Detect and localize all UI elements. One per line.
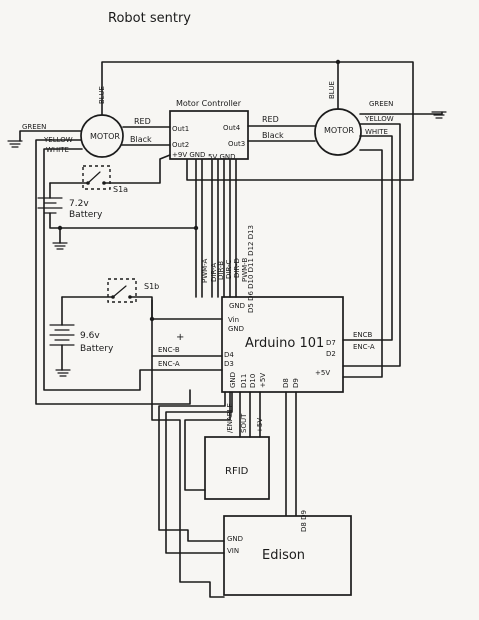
arduino-d3-label: D3 xyxy=(224,360,234,368)
arduino-d10-label: D10 xyxy=(249,374,257,388)
arduino-gnd-bottom-label: GND xyxy=(229,372,237,388)
right-motor-blue-label: BLUE xyxy=(328,81,336,99)
left-motor-blue-label: BLUE xyxy=(98,86,106,104)
encb-right-label: ENCB xyxy=(353,331,373,339)
ground-symbol-battery-7v2 xyxy=(52,242,68,250)
switch-s1a-housing xyxy=(82,165,111,190)
left-motor-white-label: WHITE xyxy=(46,146,69,154)
arduino-d9-label: D9 xyxy=(292,378,300,388)
mc-out3-label: Out3 xyxy=(228,140,245,148)
wire-rfid-gnd xyxy=(184,391,231,491)
rfid-5v-label: +5V xyxy=(256,418,264,433)
motor-controller-box xyxy=(169,110,249,160)
edison-label: Edison xyxy=(262,548,305,563)
arduino-d8-label: D8 xyxy=(282,378,290,388)
dir-d-label: DIR-D xyxy=(233,258,241,278)
right-motor-red-label: RED xyxy=(262,115,279,124)
arduino-5v-bottom-label: +5V xyxy=(259,373,267,388)
right-motor-black-label: Black xyxy=(262,131,284,140)
wire-right-white xyxy=(342,135,393,341)
arduino-vin-label: Vin xyxy=(228,316,239,324)
mc-power-label: +9V GND xyxy=(172,151,205,159)
edison-box xyxy=(223,515,352,596)
rfid-box xyxy=(204,436,270,500)
edison-d-pins-label: D8 D9 xyxy=(300,510,308,532)
battery-7v2-label: Battery xyxy=(69,210,103,220)
mc-out1-label: Out1 xyxy=(172,125,189,133)
mc-control-pins-label: 5V GND xyxy=(208,153,236,161)
rfid-enable-label: /ENABLE xyxy=(226,403,234,433)
left-motor-black-label: Black xyxy=(130,135,152,144)
battery-9v6-voltage: 9.6v xyxy=(80,331,100,341)
switch-s1b-housing xyxy=(107,278,137,303)
arduino-d2-label: D2 xyxy=(326,350,336,358)
right-motor-yellow-label: YELLOW xyxy=(364,115,394,123)
enca-right-label: ENC-A xyxy=(353,343,375,351)
pwm-a-label: PWM-A xyxy=(201,258,209,283)
switch-s1a-label: S1a xyxy=(113,185,128,194)
diagram-title: Robot sentry xyxy=(108,11,191,26)
arduino-d11-label: D11 xyxy=(240,374,248,388)
enca-left-label: ENC-A xyxy=(158,360,180,368)
arduino-label: Arduino 101 xyxy=(245,336,324,351)
mc-out4-label: Out4 xyxy=(223,124,241,132)
arduino-d4-label: D4 xyxy=(224,351,234,359)
arduino-5v-right-label: +5V xyxy=(315,369,330,377)
dir-a-label: DIR-A xyxy=(210,263,218,282)
left-motor-red-label: RED xyxy=(134,117,151,126)
dir-b-label: DIR-B xyxy=(217,261,225,280)
wire-right-green xyxy=(359,111,443,115)
right-motor-white-label: WHITE xyxy=(365,128,388,136)
plus-sign: + xyxy=(176,332,184,343)
wire-edison-vin-loop xyxy=(151,299,225,598)
wire-top-loop xyxy=(101,61,414,181)
wire-vin-edison xyxy=(165,391,233,554)
mc-out2-label: Out2 xyxy=(172,141,189,149)
arduino-gnd-left-label: GND xyxy=(228,325,244,333)
right-motor-label: MOTOR xyxy=(324,126,354,135)
wire-5v-right xyxy=(342,149,383,378)
ground-symbol-left xyxy=(7,140,23,148)
wire-s1b-out xyxy=(129,296,223,320)
battery-7v2-symbol xyxy=(37,197,63,214)
wire-right-yellow xyxy=(342,123,401,367)
battery-9v6-label: Battery xyxy=(80,344,114,354)
wire-left-green xyxy=(19,130,82,142)
edison-vin-label: VIN xyxy=(227,547,239,555)
rfid-label: RFID xyxy=(225,466,249,477)
battery-9v6-symbol xyxy=(49,324,75,346)
edison-gnd-label: GND xyxy=(227,535,243,543)
right-motor-green-label: GREEN xyxy=(369,100,393,108)
left-motor-label: MOTOR xyxy=(90,132,120,141)
arduino-gnd-top-label: GND xyxy=(229,302,245,310)
ground-symbol-battery-9v6 xyxy=(55,369,71,377)
wire-gnd-edison xyxy=(158,391,226,542)
wire-left-yellow xyxy=(35,139,191,405)
wire-battery-7v2-neg xyxy=(49,212,197,229)
wire-left-white xyxy=(43,148,223,391)
arduino-box xyxy=(221,296,344,393)
ground-symbol-right xyxy=(431,111,447,119)
encb-left-label: ENC-B xyxy=(158,346,180,354)
battery-7v2-voltage: 7.2v xyxy=(69,199,89,209)
switch-s1b-label: S1b xyxy=(144,282,159,291)
left-motor-green-label: GREEN xyxy=(22,123,46,131)
rfid-sout-label: SOUT xyxy=(240,413,248,433)
dir-c-label: DIR-C xyxy=(225,259,233,279)
pwm-b-label: PWM-B xyxy=(241,258,249,282)
arduino-d7-label: D7 xyxy=(326,339,336,347)
arduino-d-pins-top-label: D5 D6 D10 D11 D12 D13 xyxy=(247,225,255,313)
left-motor-yellow-label: YELLOW xyxy=(43,136,73,144)
motor-controller-label: Motor Controller xyxy=(176,99,242,108)
wire-s1a-out xyxy=(103,154,171,184)
